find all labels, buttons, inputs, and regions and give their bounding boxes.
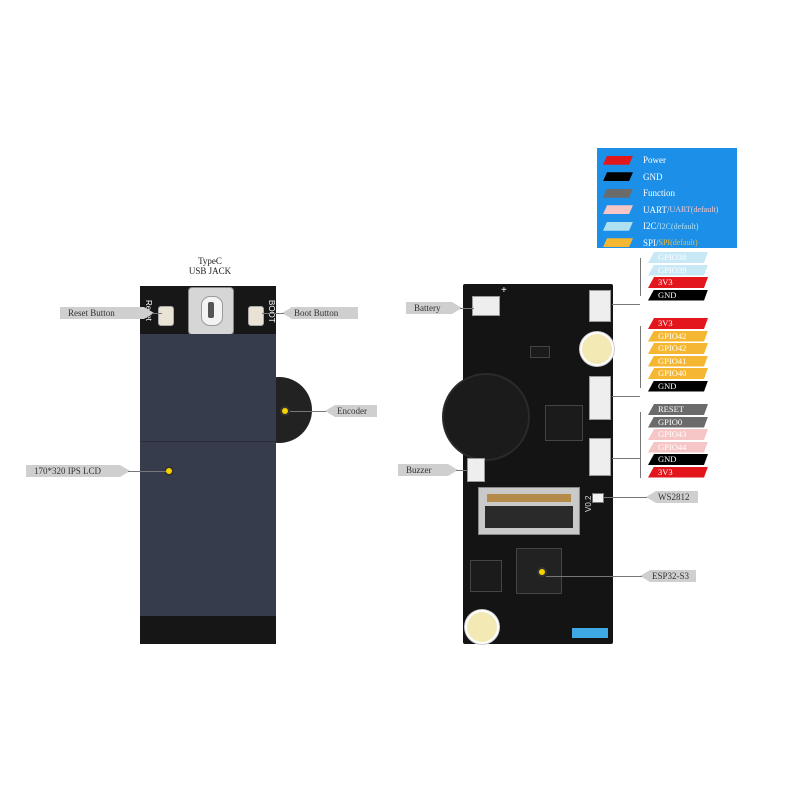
legend-row: Power: [603, 152, 737, 169]
pin-label: GPIO44: [648, 442, 708, 453]
legend-row: UART / UART(default): [603, 202, 737, 219]
usb-c-port[interactable]: [188, 287, 234, 335]
legend-row: SPI / SPI(default): [603, 235, 737, 252]
buzzer-connector: [467, 458, 485, 482]
callout-esp32: ESP32-S3: [640, 570, 696, 582]
pin-group3-stem: [612, 458, 640, 459]
buzzer: [442, 373, 530, 461]
pin-label: RESET: [648, 404, 708, 415]
fpc-connector: [478, 487, 580, 535]
legend-alt-label: SPI(default): [658, 238, 698, 248]
legend-swatch: [603, 222, 633, 231]
leader-boot: [262, 313, 284, 314]
legend-swatch: [603, 172, 633, 181]
legend-alt-label: I2C(default): [659, 221, 699, 231]
ic-chip-1: [530, 346, 550, 358]
legend-separator: /: [656, 221, 660, 232]
pin-label: GND: [648, 454, 708, 465]
legend-label: Function: [643, 188, 676, 199]
legend-label: I2C: [643, 221, 657, 232]
ic-chip-2: [545, 405, 583, 441]
usb-label-line2: USB JACK: [188, 266, 232, 276]
callout-encoder: Encoder: [325, 405, 377, 417]
legend-separator: /: [666, 204, 670, 215]
leader-reset: [152, 313, 162, 314]
mount-hole-top: [580, 332, 614, 366]
pin-label: GND: [648, 381, 708, 392]
legend-row: I2C / I2C(default): [603, 218, 737, 235]
legend-row: Function: [603, 185, 737, 202]
callout-buzzer: Buzzer: [398, 464, 458, 476]
grove-connector-2: [589, 376, 611, 420]
esp32-marker: [537, 567, 547, 577]
usb-label: TypeC USB JACK: [170, 256, 250, 276]
front-pcb-bottom: [140, 616, 276, 644]
ic-chip-3: [470, 560, 502, 592]
pin-label: GPIO41: [648, 356, 708, 367]
grove-connector-1: [589, 290, 611, 322]
callout-lcd: 170*320 IPS LCD: [26, 465, 130, 477]
legend-alt-label: UART(default): [669, 205, 719, 215]
grove-connector-3: [589, 438, 611, 476]
callout-reset-button: Reset Button: [60, 307, 154, 319]
battery-connector: [472, 296, 500, 316]
legend-separator: /: [656, 237, 659, 248]
leader-lcd: [128, 471, 166, 472]
pin-label: 3V3: [648, 277, 708, 288]
usb-edge-strip: [572, 628, 608, 638]
ws2812-led: [592, 493, 604, 503]
callout-ws2812: WS2812: [646, 491, 698, 503]
pin-label: GPIO0: [648, 417, 708, 428]
leader-ws2812: [603, 497, 647, 498]
pin-group3-bracket: [640, 412, 653, 478]
legend-label: UART: [643, 204, 667, 215]
encoder-marker: [280, 406, 290, 416]
pin-label: GPIO42: [648, 343, 708, 354]
legend-label: GND: [643, 171, 663, 182]
lcd-screen: [140, 334, 276, 618]
callout-battery: Battery: [406, 302, 462, 314]
leader-buzzer: [456, 470, 468, 471]
leader-esp32: [546, 576, 642, 577]
usb-label-line1: TypeC: [198, 256, 222, 266]
pin-label: 3V3: [648, 318, 708, 329]
battery-plus-silk: +: [501, 285, 507, 296]
pin-label: GPIO39: [648, 265, 708, 276]
pin-label: 3V3: [648, 467, 708, 478]
legend-swatch: [603, 205, 633, 214]
leader-encoder: [290, 411, 326, 412]
leader-battery: [460, 308, 474, 309]
reset-button[interactable]: [158, 306, 174, 326]
pin-group1-stem: [612, 304, 640, 305]
legend-label: SPI: [643, 237, 657, 248]
mount-hole-bottom: [465, 610, 499, 644]
callout-boot-button: Boot Button: [282, 307, 358, 319]
pin-label: GPIO43: [648, 429, 708, 440]
legend-swatch: [603, 238, 633, 247]
legend-swatch: [603, 156, 633, 165]
legend-row: GND: [603, 169, 737, 186]
pin-label: GPIO38: [648, 252, 708, 263]
pin-group1-bracket: [640, 258, 653, 296]
pin-label: GPIO40: [648, 368, 708, 379]
pin-group2-bracket: [640, 326, 653, 388]
boot-button[interactable]: [248, 306, 264, 326]
lcd-divider: [140, 441, 276, 442]
legend-swatch: [603, 189, 633, 198]
pin-label: GND: [648, 290, 708, 301]
boot-silk: BOOT: [267, 300, 276, 323]
pin-group2-stem: [612, 396, 640, 397]
legend-label: Power: [643, 155, 666, 166]
pin-label: GPIO42: [648, 331, 708, 342]
